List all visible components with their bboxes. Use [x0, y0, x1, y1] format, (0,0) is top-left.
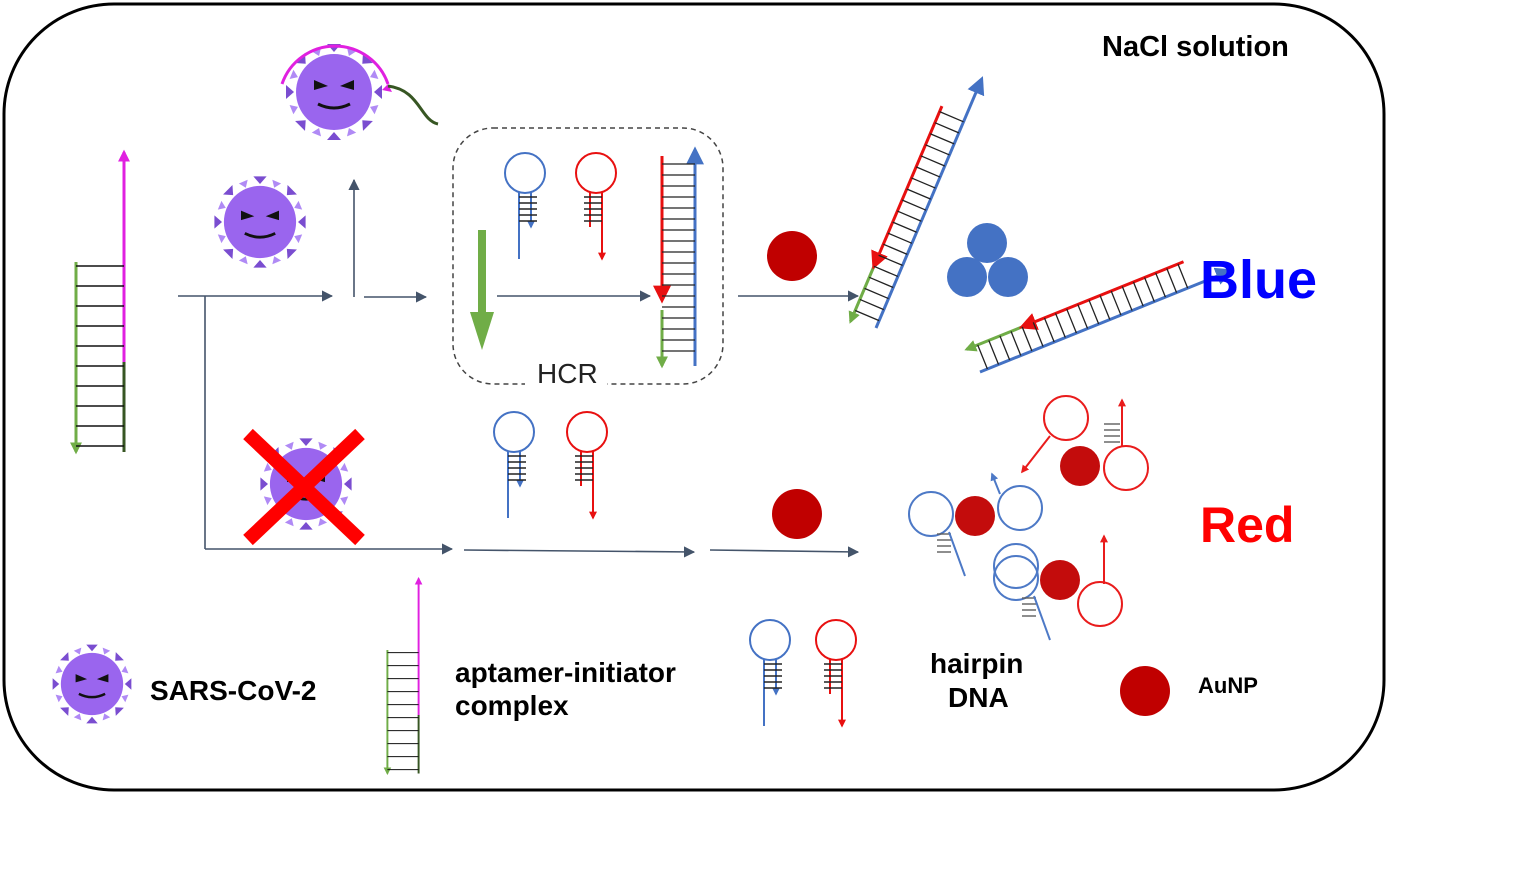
- aunp-hairpin-3: [1060, 400, 1148, 490]
- legend-aunp-icon: [1120, 666, 1170, 716]
- hcr-label: HCR: [537, 358, 598, 389]
- aunp-top: [767, 231, 817, 281]
- legend-hairpin-blue: [750, 620, 790, 726]
- hcr-box: [452, 127, 724, 385]
- blue-result-label: Blue: [1200, 250, 1317, 310]
- branch-arrows: [178, 178, 860, 558]
- legend-complex-icon: [387, 579, 418, 774]
- solution-label: NaCl solution: [1102, 31, 1289, 63]
- hairpin-red-lower: [567, 412, 607, 518]
- virus-aptamer-bound: [280, 42, 439, 142]
- virus-icon: [212, 174, 308, 270]
- aptamer-initiator-complex: [76, 152, 124, 452]
- hcr-polymer-vertical: [653, 146, 704, 369]
- legend: SARS-CoV-2 aptamer-initiator complex hai…: [51, 579, 1258, 774]
- initiator-strand: [470, 312, 494, 350]
- legend-complex-label-2: complex: [455, 690, 569, 721]
- legend-hairpin-label-2: DNA: [948, 682, 1009, 713]
- hairpin-blue-lower: [494, 412, 534, 518]
- legend-aunp-label: AuNP: [1198, 673, 1258, 698]
- legend-hairpin-label-1: hairpin: [930, 648, 1023, 679]
- legend-virus-icon: [51, 643, 133, 725]
- hairpin-red-hcr: [576, 153, 616, 259]
- solution-frame: [2, 2, 1386, 792]
- aunp-lower: [772, 489, 822, 539]
- red-result-label: Red: [1200, 497, 1294, 553]
- legend-complex-label-1: aptamer-initiator: [455, 657, 676, 688]
- legend-hairpin-red: [816, 620, 856, 726]
- legend-virus-label: SARS-CoV-2: [150, 675, 316, 706]
- hairpin-blue-hcr: [505, 153, 545, 259]
- aunp-aggregate: [947, 223, 1028, 297]
- cross-mark: [243, 428, 365, 546]
- aunp-hairpin-1: [908, 491, 996, 577]
- dispersed-aunps: [908, 395, 1148, 641]
